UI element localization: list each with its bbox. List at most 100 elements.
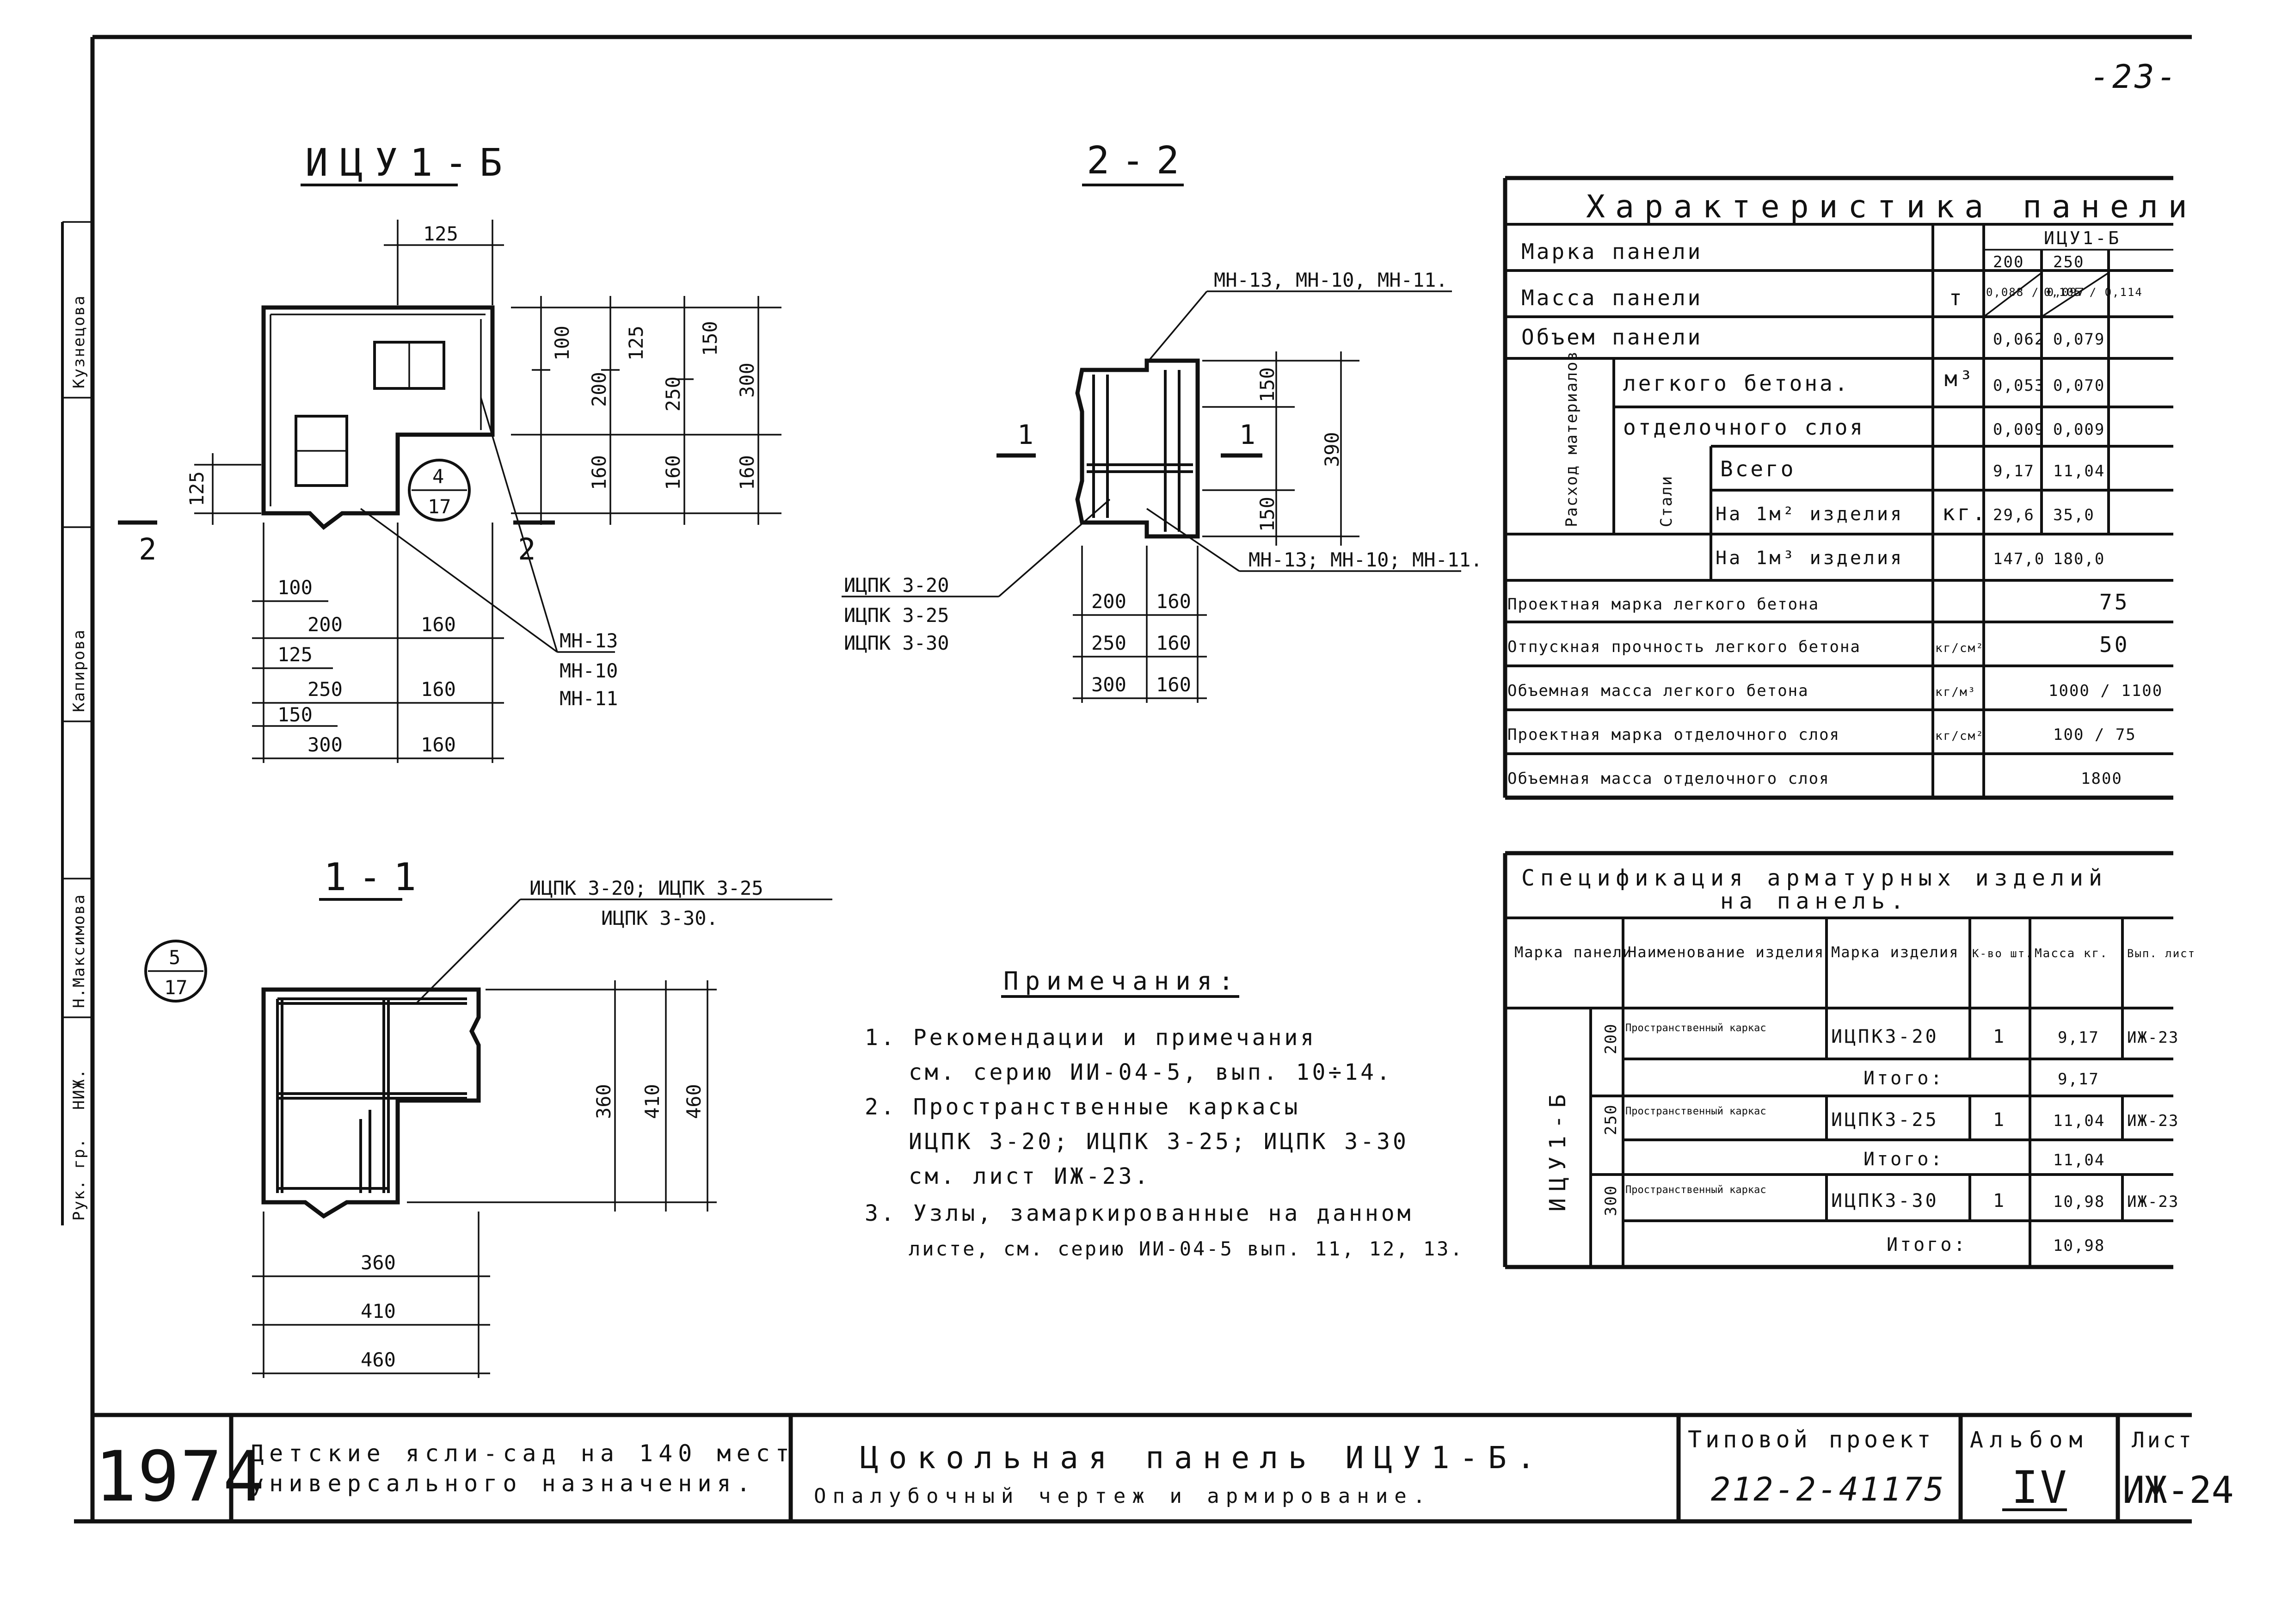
svg-text:11,04: 11,04 [2053, 1151, 2105, 1169]
title-project-line-2: универсального назначения. [250, 1470, 756, 1497]
svg-text:200: 200 [1091, 590, 1126, 613]
spec-header-5: Вып. лист [2127, 947, 2196, 960]
svg-text:160: 160 [588, 455, 610, 490]
char-table-title: Характеристика панели [1586, 189, 2197, 225]
title-year: 1974 [95, 1437, 265, 1517]
svg-text:9,17: 9,17 [2058, 1028, 2099, 1047]
svg-text:кг/см²: кг/см² [1935, 641, 1984, 655]
svg-text:9,17: 9,17 [1993, 462, 2035, 480]
svg-text:Проектная марка отделочного сл: Проектная марка отделочного слоя [1507, 726, 1840, 744]
svg-text:125: 125 [625, 326, 647, 361]
svg-text:200: 200 [1993, 253, 2024, 271]
svg-text:На 1м² изделия: На 1м² изделия [1716, 504, 1904, 525]
svg-text:460: 460 [361, 1348, 396, 1371]
svg-text:300: 300 [308, 733, 343, 756]
svg-text:150: 150 [1256, 497, 1279, 532]
svg-text:1000 / 1100: 1000 / 1100 [2048, 682, 2163, 700]
svg-text:200: 200 [308, 613, 343, 636]
spec-header-3: К-во шт. [1972, 947, 2033, 960]
svg-text:1: 1 [1993, 1109, 2006, 1131]
side-stamp-entry-3: Капирова [70, 629, 88, 712]
svg-text:150: 150 [1256, 367, 1279, 402]
svg-text:0,105 / 0,114: 0,105 / 0,114 [2044, 286, 2143, 299]
side-stamp-entry-0: Рук. гр. [70, 1138, 88, 1221]
svg-text:Пространственный каркас: Пространственный каркас [1625, 1184, 1766, 1196]
svg-text:Масса панели: Масса панели [1521, 285, 1703, 310]
svg-text:0,062: 0,062 [1993, 330, 2045, 349]
svg-text:Марка панели: Марка панели [1521, 239, 1703, 264]
svg-text:0,070: 0,070 [2053, 376, 2105, 395]
title-project-line-1: Детские ясли-сад на 140 мест [250, 1440, 795, 1467]
plan-dims-bottom: 100 200 160 125 250 160 150 300 160 [252, 523, 504, 763]
spec-panel-mark: ИЦУ1-Б [1545, 1087, 1571, 1212]
svg-text:360: 360 [361, 1251, 396, 1274]
plan-view: ИЦУ1-Б 4 17 125 125 2 2 [118, 141, 781, 763]
s22-cut-mark-1-right: 1 [1239, 419, 1258, 450]
svg-text:легкого бетона.: легкого бетона. [1623, 371, 1850, 396]
svg-text:Пространственный каркас: Пространственный каркас [1625, 1106, 1766, 1117]
title-sheet-label: Лист [2132, 1427, 2194, 1452]
s11-top-label-2: ИЦПК 3-30. [601, 907, 718, 929]
svg-text:ИЦПК3-30: ИЦПК3-30 [1831, 1190, 1939, 1212]
callout-5-17-bottom: 17 [164, 976, 188, 999]
svg-text:0,088 / 0,097: 0,088 / 0,097 [1986, 286, 2085, 299]
svg-text:Всего: Всего [1720, 456, 1796, 481]
s11-outline [261, 987, 481, 1219]
cut-mark-2-left: 2 [139, 533, 160, 567]
title-type-value: 212-2-41175 [1711, 1470, 1946, 1508]
svg-text:1: 1 [1993, 1190, 2006, 1212]
side-stamp-entry-4: Кузнецова [70, 295, 88, 388]
note-line-2: 2. Пространственные каркасы [865, 1094, 1300, 1120]
plan-leader-mn11: МН-11 [560, 687, 618, 710]
plan-dim-left: 125 [185, 471, 208, 506]
callout-5-17 [144, 940, 207, 1003]
svg-text:250: 250 [1091, 632, 1126, 654]
section-2-2: 2-2 МН-13, МН-10, МН-11. 1 1 150 390 150… [842, 139, 1482, 703]
plan-outline [261, 305, 495, 530]
svg-text:11,04: 11,04 [2053, 1112, 2105, 1130]
svg-text:кг.: кг. [1942, 500, 1987, 525]
svg-text:160: 160 [421, 613, 456, 636]
svg-text:200: 200 [1602, 1023, 1620, 1054]
svg-text:250: 250 [1602, 1104, 1620, 1135]
svg-text:250: 250 [308, 678, 343, 701]
plan-dim-top: 125 [423, 222, 458, 245]
spec-table: Спецификация арматурных изделий на панел… [1503, 851, 2196, 1269]
svg-text:ИЖ-23: ИЖ-23 [2127, 1112, 2179, 1130]
svg-text:ИЦПК 3-30: ИЦПК 3-30 [844, 632, 949, 654]
s22-outline [1075, 358, 1200, 539]
s22-bottom-label: МН-13; МН-10; МН-11. [1248, 548, 1482, 571]
plan-leader-mn10: МН-10 [560, 659, 618, 682]
svg-text:т: т [1949, 285, 1964, 310]
svg-text:35,0: 35,0 [2053, 506, 2095, 524]
callout-4-17-top: 4 [432, 465, 444, 488]
svg-text:160: 160 [736, 455, 758, 490]
note-line-5: 3. Узлы, замаркированные на данном [865, 1200, 1414, 1226]
svg-text:кг/см²: кг/см² [1935, 729, 1984, 743]
note-line-6: листе, см. серию ИИ-04-5 вып. 11, 12, 13… [909, 1237, 1464, 1260]
svg-text:160: 160 [421, 733, 456, 756]
spec-header-4: Масса кг. [2035, 947, 2108, 960]
svg-text:Объем панели: Объем панели [1521, 325, 1703, 350]
spec-header-1: Наименование изделия [1628, 943, 1824, 961]
notes-title: Примечания: [1003, 966, 1240, 996]
section22-title: 2-2 [1087, 139, 1191, 183]
svg-text:160: 160 [662, 455, 684, 490]
svg-text:300: 300 [736, 363, 758, 398]
svg-text:0,009: 0,009 [2053, 420, 2105, 439]
svg-text:29,6: 29,6 [1993, 506, 2035, 524]
title-album-label: Альбом [1970, 1427, 2089, 1453]
svg-text:1: 1 [1993, 1026, 2006, 1047]
svg-text:ИЖ-23: ИЖ-23 [2127, 1028, 2179, 1047]
svg-text:Итого:: Итого: [1887, 1234, 1968, 1255]
plan-title: ИЦУ1-Б [305, 141, 514, 185]
svg-text:ИЦПК3-25: ИЦПК3-25 [1831, 1109, 1939, 1131]
svg-text:Проектная марка легкого бетона: Проектная марка легкого бетона [1507, 595, 1819, 614]
svg-text:250: 250 [662, 376, 684, 412]
svg-text:160: 160 [421, 678, 456, 701]
svg-text:Отпускная прочность легкого бе: Отпускная прочность легкого бетона [1507, 638, 1861, 656]
svg-text:150: 150 [277, 703, 313, 726]
plan-dims-right: 100 200 125 250 150 300 160 160 160 [511, 296, 781, 525]
